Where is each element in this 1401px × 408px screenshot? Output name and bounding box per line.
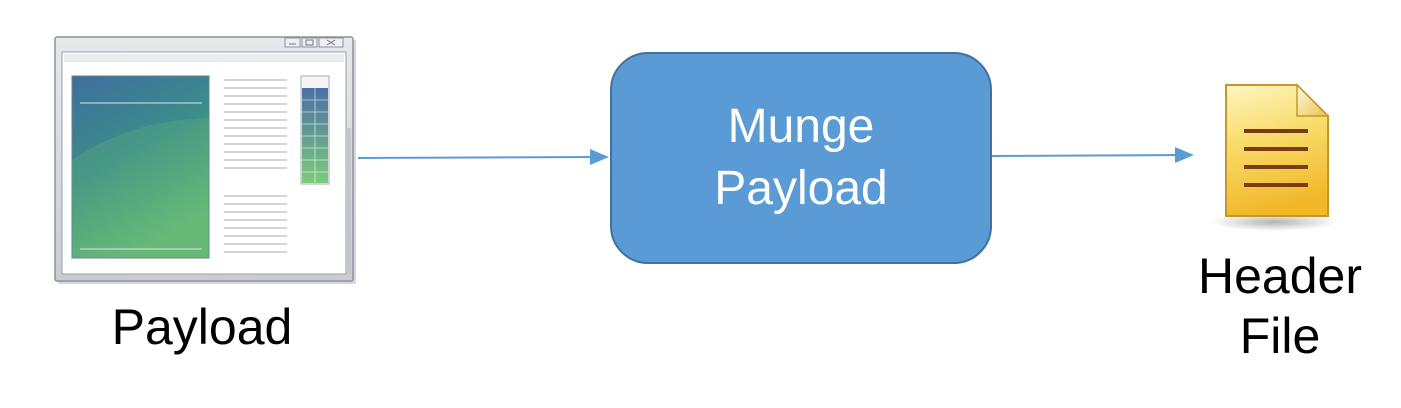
- munge-payload-box: Munge Payload: [610, 52, 992, 264]
- arrow-payload-to-munge: [357, 149, 609, 165]
- header-file-label-line1: Header: [1198, 248, 1362, 304]
- document-text-lines-icon: [1244, 129, 1308, 187]
- window-controls-icon: [284, 37, 344, 48]
- payload-label: Payload: [111, 299, 293, 355]
- process-label-line2: Payload: [714, 162, 888, 215]
- header-file-label-line2: File: [1239, 308, 1321, 364]
- process-label-line1: Munge: [727, 100, 875, 153]
- arrow-munge-to-header: [991, 147, 1194, 163]
- header-file-label: Header File: [1165, 246, 1395, 366]
